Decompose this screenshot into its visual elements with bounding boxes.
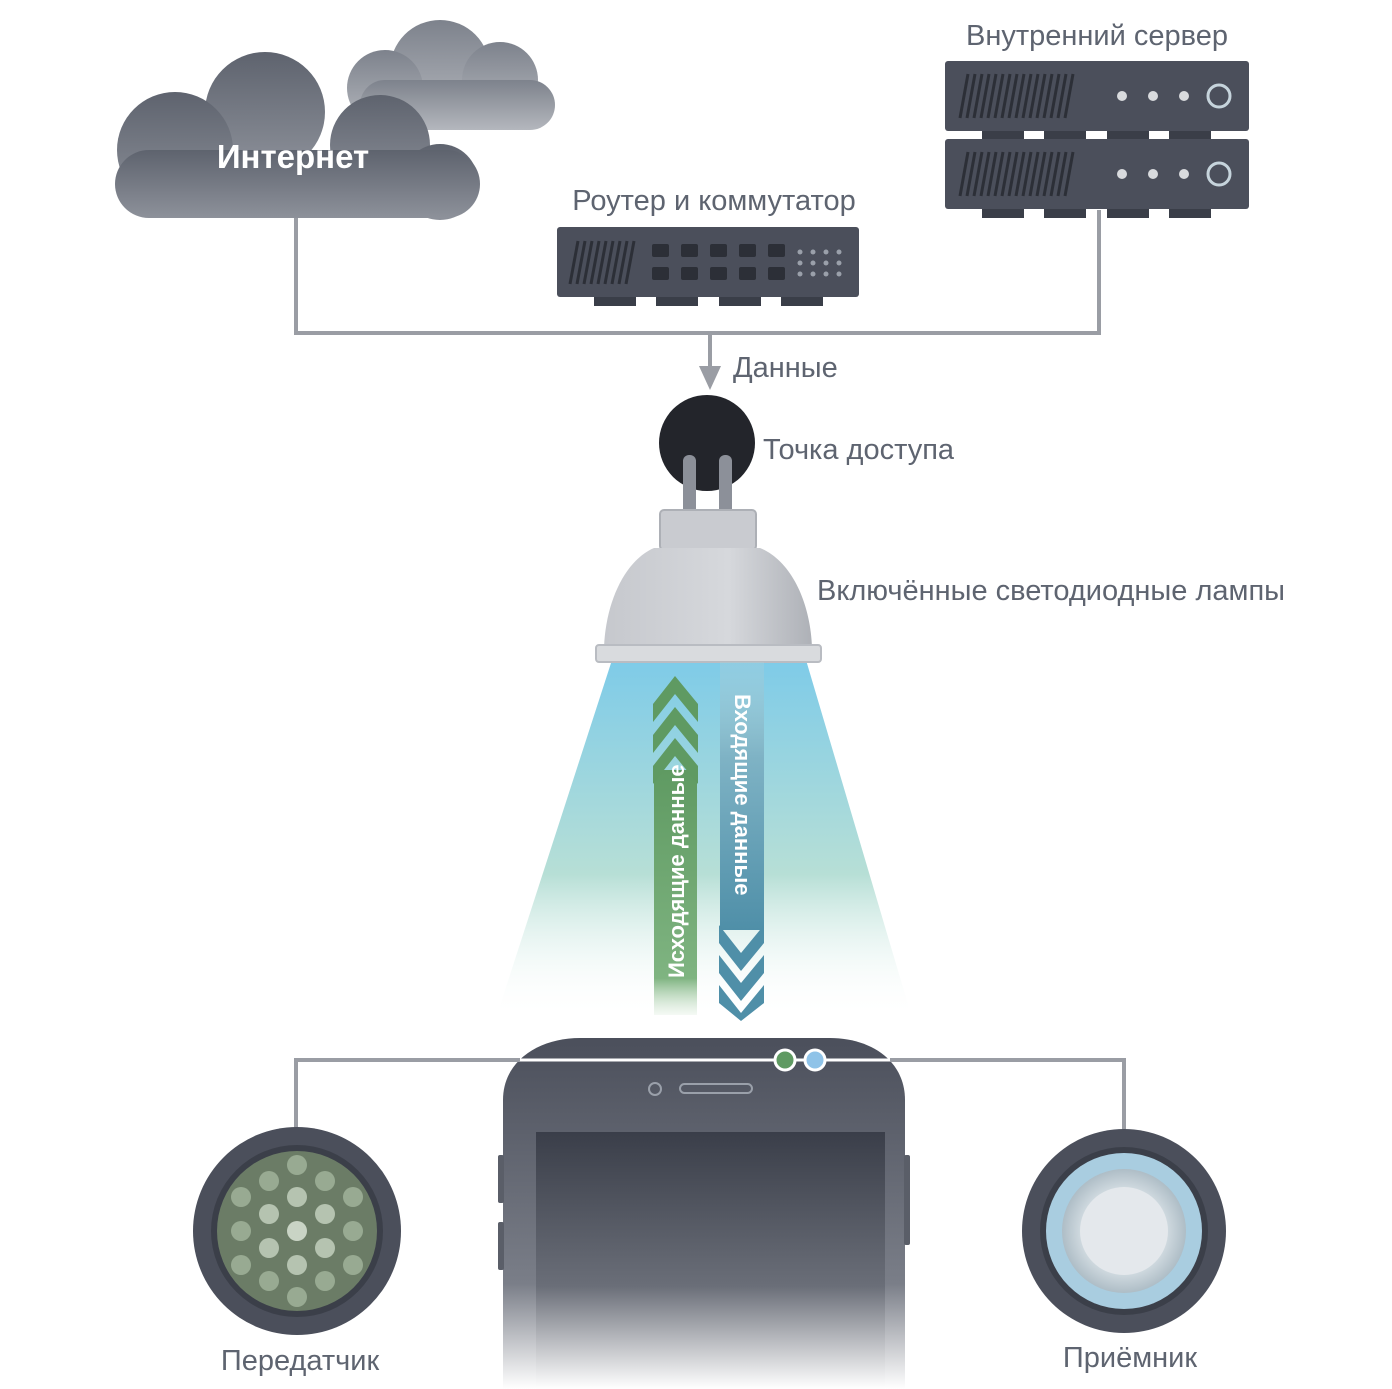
receiver: Приёмник	[1022, 1129, 1226, 1374]
speaker-grille-icon	[679, 1083, 753, 1094]
ethernet-ports-icon	[652, 244, 785, 280]
incoming-data-label: Входящие данные	[730, 694, 755, 895]
access-point-label: Точка доступа	[763, 434, 955, 466]
internet-label: Интернет	[217, 138, 369, 175]
vent-grill-icon	[958, 73, 1075, 119]
receiver-sensor-icon	[803, 1048, 827, 1072]
transmitter-label: Передатчик	[221, 1345, 380, 1377]
outgoing-data-label: Исходящие данные	[664, 764, 689, 978]
transmitter-led-icon	[773, 1048, 797, 1072]
power-button-icon	[1206, 161, 1232, 187]
led-lamp: Включённые светодиодные лампы	[595, 509, 1285, 663]
transmitter: Передатчик	[193, 1127, 401, 1377]
status-leds-icon	[797, 249, 842, 277]
phone-screen	[536, 1132, 885, 1389]
vent-grill-icon	[958, 151, 1075, 197]
vent-grill-icon	[568, 240, 636, 285]
router-switch: Роутер и коммутатор	[557, 185, 859, 306]
data-arrow-icon	[699, 366, 721, 390]
power-button-icon	[1206, 83, 1232, 109]
data-label: Данные	[733, 352, 838, 384]
outgoing-data-arrow: Исходящие данные	[653, 676, 698, 1015]
network-wires	[294, 210, 1101, 372]
server-unit-bottom	[945, 139, 1249, 218]
router-switch-label: Роутер и коммутатор	[572, 185, 855, 217]
internet-cloud: Интернет	[115, 20, 555, 220]
smartphone	[498, 1038, 910, 1389]
front-camera-icon	[648, 1082, 662, 1096]
internal-server: Внутренний сервер	[945, 20, 1249, 218]
light-beam	[496, 660, 912, 1018]
incoming-data-arrow: Входящие данные	[719, 662, 764, 1021]
access-point: Точка доступа	[659, 395, 955, 517]
receiver-label: Приёмник	[1063, 1342, 1197, 1374]
server-unit-top	[945, 61, 1249, 139]
internal-server-label: Внутренний сервер	[966, 20, 1228, 52]
cloud-front	[115, 52, 480, 220]
led-lamps-label: Включённые светодиодные лампы	[817, 575, 1285, 607]
led-array-icon	[231, 1155, 363, 1307]
callout-lines	[294, 1058, 1126, 1130]
